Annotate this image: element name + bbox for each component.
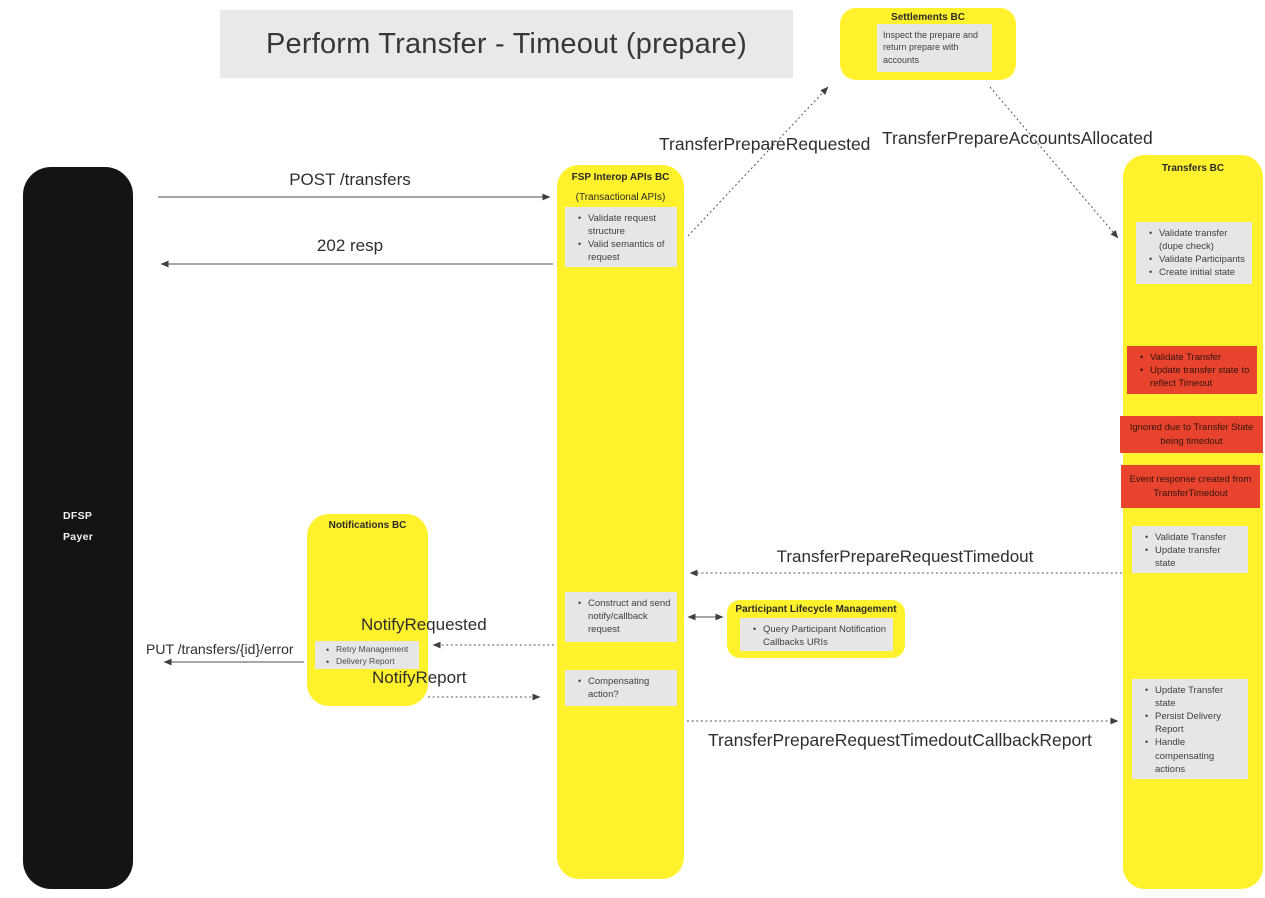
note-transfers-update: Validate Transfer Update transfer state bbox=[1132, 526, 1248, 573]
note-item: Validate Transfer bbox=[1140, 351, 1251, 364]
box-fsp-interop-apis-bc: FSP Interop APIs BC (Transactional APIs)… bbox=[557, 165, 684, 879]
note-transfers-timeout: Validate Transfer Update transfer state … bbox=[1127, 346, 1257, 394]
label-notify-report: NotifyReport bbox=[372, 668, 467, 687]
note-item: Validate Participants bbox=[1149, 253, 1246, 266]
note-list: Update Transfer state Persist Delivery R… bbox=[1138, 684, 1242, 776]
actor-label-payer: Payer bbox=[63, 531, 94, 543]
note-list: Validate transfer (dupe check) Validate … bbox=[1142, 227, 1246, 279]
note-fsp-validate: Validate request structure Valid semanti… bbox=[565, 207, 677, 267]
label-put-transfers-error: PUT /transfers/{id}/error bbox=[146, 641, 294, 657]
note-list: Retry Management Delivery Report bbox=[319, 644, 415, 668]
note-item: Valid semantics of request bbox=[578, 238, 671, 264]
arrow-transfer-prepare-accounts-allocated bbox=[989, 86, 1119, 239]
note-transfers-report: Update Transfer state Persist Delivery R… bbox=[1132, 679, 1248, 779]
label-transfer-prepare-accounts-allocated: TransferPrepareAccountsAllocated bbox=[882, 128, 1153, 148]
note-notifications: Retry Management Delivery Report bbox=[315, 641, 419, 669]
note-list: Validate Transfer Update transfer state … bbox=[1133, 351, 1251, 390]
note-fsp-construct: Construct and send notify/callback reque… bbox=[565, 592, 677, 642]
label-202-resp: 202 resp bbox=[316, 236, 384, 255]
note-item: Create initial state bbox=[1149, 266, 1246, 279]
box-notifications-title: Notifications BC bbox=[328, 520, 407, 531]
note-item: Delivery Report bbox=[326, 656, 415, 668]
note-item: Validate request structure bbox=[578, 212, 671, 238]
box-participant-lifecycle-management: Participant Lifecycle Management Query P… bbox=[727, 600, 905, 658]
actor-label-dfsp: DFSP bbox=[63, 510, 93, 522]
diagram-title-banner: Perform Transfer - Timeout (prepare) bbox=[220, 10, 793, 78]
box-fsp-subtitle: (Transactional APIs) bbox=[575, 192, 666, 203]
note-transfers-ignored: Ignored due to Transfer State being time… bbox=[1120, 416, 1263, 453]
note-list: Construct and send notify/callback reque… bbox=[571, 597, 671, 636]
box-settlements-bc: Settlements BC Inspect the prepare and r… bbox=[840, 8, 1016, 80]
note-item: Retry Management bbox=[326, 644, 415, 656]
box-settlements-title: Settlements BC bbox=[891, 12, 965, 23]
actor-dfsp-payer: DFSP Payer bbox=[23, 167, 133, 889]
box-notifications-bc: Notifications BC Retry Management Delive… bbox=[307, 514, 428, 706]
note-item: Query Participant Notification Callbacks… bbox=[753, 623, 887, 649]
note-list: Validate request structure Valid semanti… bbox=[571, 212, 671, 264]
diagram-title: Perform Transfer - Timeout (prepare) bbox=[265, 27, 747, 60]
note-item: Update transfer state to reflect Timeout bbox=[1140, 364, 1251, 390]
note-list: Query Participant Notification Callbacks… bbox=[746, 623, 887, 649]
label-post-transfers: POST /transfers bbox=[289, 170, 411, 189]
arrow-transfer-prepare-requested bbox=[687, 86, 829, 237]
label-notify-requested: NotifyRequested bbox=[361, 615, 487, 634]
note-plm: Query Participant Notification Callbacks… bbox=[740, 618, 893, 651]
note-transfers-validate: Validate transfer (dupe check) Validate … bbox=[1136, 222, 1252, 284]
note-transfers-event-response: Event response created from TransferTime… bbox=[1121, 465, 1260, 508]
box-transfers-title: Transfers BC bbox=[1161, 163, 1225, 174]
note-settlements: Inspect the prepare and return prepare w… bbox=[877, 24, 992, 72]
box-plm-title: Participant Lifecycle Management bbox=[735, 604, 897, 615]
label-transfer-prepare-request-timedout: TransferPrepareRequestTimedout bbox=[776, 547, 1034, 566]
note-item: Construct and send notify/callback reque… bbox=[578, 597, 671, 636]
note-item: Update Transfer state bbox=[1145, 684, 1242, 710]
note-fsp-compensating: Compensating action? bbox=[565, 670, 677, 706]
box-fsp-title: FSP Interop APIs BC bbox=[571, 172, 670, 183]
note-item: Persist Delivery Report bbox=[1145, 710, 1242, 736]
note-list: Validate Transfer Update transfer state bbox=[1138, 531, 1242, 570]
note-item: Validate Transfer bbox=[1145, 531, 1242, 544]
note-item: Compensating action? bbox=[578, 675, 671, 701]
note-item: Update transfer state bbox=[1145, 544, 1242, 570]
label-timedout-callback-report: TransferPrepareRequestTimedoutCallbackRe… bbox=[708, 730, 1092, 750]
note-item: Validate transfer (dupe check) bbox=[1149, 227, 1246, 253]
note-item: Handle compensating actions bbox=[1145, 736, 1242, 775]
note-list: Compensating action? bbox=[571, 675, 671, 701]
box-transfers-bc: Transfers BC Validate transfer (dupe che… bbox=[1120, 155, 1263, 889]
label-transfer-prepare-requested: TransferPrepareRequested bbox=[659, 134, 871, 154]
